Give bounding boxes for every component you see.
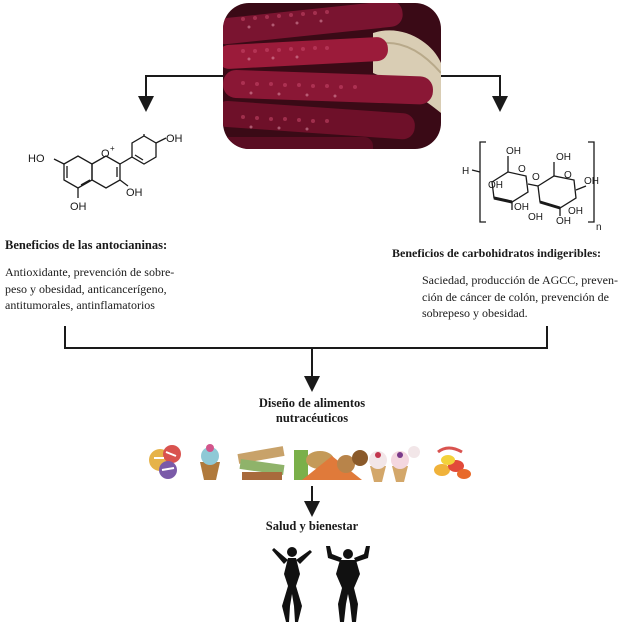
mol-label-oh-bottom: OH xyxy=(70,201,87,213)
carbohydrates-benefit-line: Saciedad, producción de AGCC, preven- xyxy=(422,273,618,287)
anthocyanins-benefit-line: antitumorales, antinflamatorios xyxy=(5,298,155,312)
mol-label-oh-right: OH xyxy=(126,187,143,199)
mol-label-oh-4: OH xyxy=(584,176,599,187)
anthocyanins-benefit-line: Antioxidante, prevención de sobre- xyxy=(5,265,175,279)
mol-label-oh-5: OH xyxy=(514,202,529,213)
design-label-line: Diseño de alimentos xyxy=(258,396,366,410)
mol-label-n: n xyxy=(596,222,602,233)
anthocyanins-benefit-line: peso y obesidad, anticancerígeno, xyxy=(5,281,167,296)
candy-lollipops-image xyxy=(149,445,181,479)
mol-label-o-2: O xyxy=(532,172,540,183)
nutraceutical-foods-collage xyxy=(149,444,471,482)
design-label-line: nutracéuticos xyxy=(275,411,349,425)
anthocyanin-structure: HO O + OH OH OH xyxy=(28,134,183,213)
purple-corn-photo xyxy=(223,3,441,149)
mol-label-oh-8: OH xyxy=(568,206,583,217)
mol-label-o-3: O xyxy=(564,170,572,181)
mol-label-oh-7: OH xyxy=(556,216,571,227)
mol-label-oh-1: OH xyxy=(506,146,521,157)
carbohydrates-benefit-line: ción de cáncer de colón, prevención de xyxy=(422,289,609,304)
mol-label-oh-2: OH xyxy=(556,152,571,163)
outcome-label: Salud y bienestar xyxy=(265,519,359,533)
mol-label-oh-3: OH xyxy=(488,180,503,191)
pastries-image xyxy=(294,450,368,480)
mol-label-oh-6: OH xyxy=(528,212,543,223)
carbohydrates-benefit-line: sobrepeso y obesidad. xyxy=(422,306,528,320)
arrow-to-anthocyanins xyxy=(138,75,223,112)
mol-label-oxygen: O xyxy=(101,148,110,160)
arrow-to-carbohydrates xyxy=(441,75,508,112)
carbohydrate-structure: H OH O O OH OH O OH OH OH OH OH n xyxy=(462,141,602,233)
mol-label-oh-top: OH xyxy=(166,134,183,145)
gummies-image xyxy=(434,446,471,479)
carbohydrates-benefits: Saciedad, producción de AGCC, preven- ci… xyxy=(422,272,640,322)
merge-bracket xyxy=(64,326,548,349)
ice-cream-cup-image xyxy=(200,444,220,480)
woman-silhouette-icon xyxy=(272,547,312,622)
anthocyanins-heading: Beneficios de las antocianinas: xyxy=(5,238,168,252)
mol-label-ho-left: HO xyxy=(28,153,45,165)
mol-label-h: H xyxy=(462,166,469,177)
cupcakes-image xyxy=(369,446,420,482)
mol-label-plus: + xyxy=(110,144,115,153)
snack-bars-image xyxy=(237,446,285,480)
mol-label-o-1: O xyxy=(518,164,526,175)
design-nutraceuticals-label: Diseño de alimentos nutracéuticos xyxy=(212,396,412,426)
anthocyanins-benefits: Antioxidante, prevención de sobre- peso … xyxy=(5,264,235,314)
man-silhouette-icon xyxy=(326,546,370,622)
healthy-people-silhouettes xyxy=(272,546,370,622)
carbohydrates-heading: Beneficios de carbohidratos indigeribles… xyxy=(392,246,601,260)
